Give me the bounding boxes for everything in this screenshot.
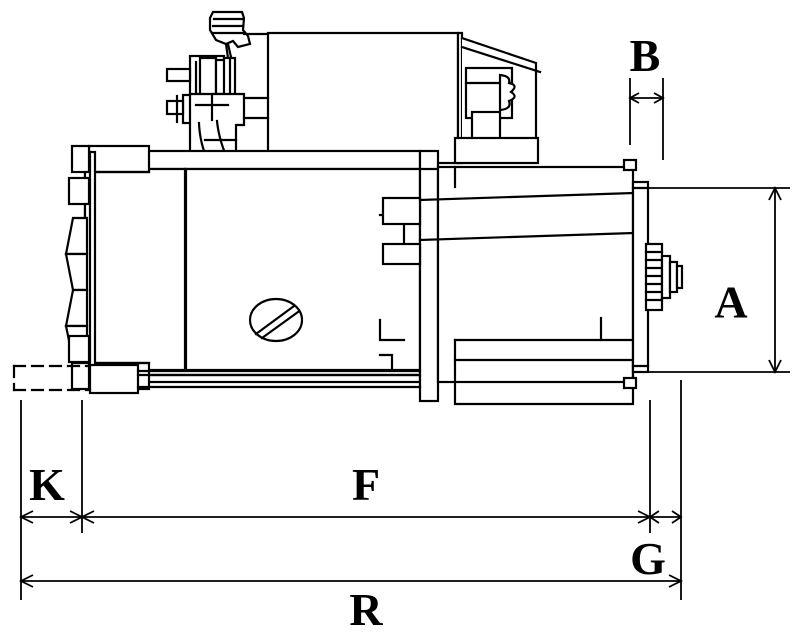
motor-body	[83, 149, 422, 384]
dimension-G	[648, 380, 683, 600]
dimension-label-F: F	[352, 459, 380, 510]
drive-housing	[381, 149, 650, 406]
dimension-label-K: K	[29, 459, 65, 510]
dimension-label-R: R	[349, 584, 383, 635]
dimension-label-A: A	[714, 277, 747, 328]
dimension-B	[628, 78, 665, 160]
solenoid-body	[266, 31, 542, 165]
solenoid-terminal-stud	[208, 10, 270, 60]
commutator-end-cap	[64, 144, 97, 391]
dimension-annotations	[18, 78, 790, 600]
dimension-K	[18, 400, 85, 600]
brush-inspection-plug	[248, 297, 304, 343]
output-shaft-dashed-extension	[12, 364, 92, 392]
motor-assembly-outline	[12, 10, 684, 406]
output-shaft	[88, 363, 422, 395]
terminal-post-assembly	[165, 54, 270, 154]
dimension-A	[648, 185, 790, 375]
dimension-label-B: B	[630, 30, 661, 81]
dimension-R	[18, 574, 684, 588]
pinion-gear	[644, 242, 684, 312]
dimension-label-G: G	[630, 533, 666, 584]
